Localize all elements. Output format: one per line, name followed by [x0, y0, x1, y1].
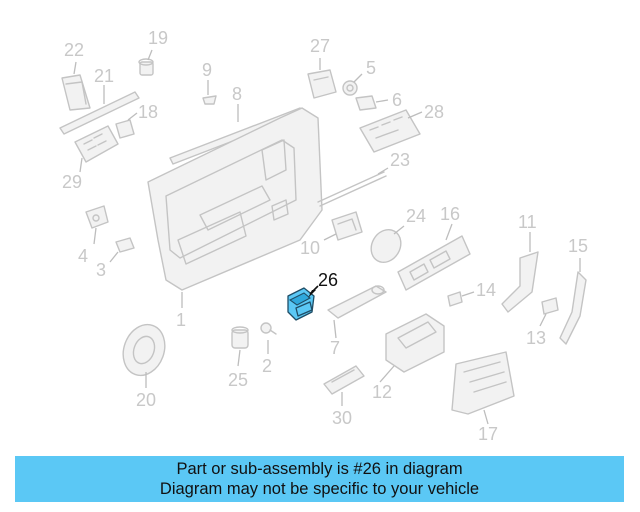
part-13-clip: [539, 297, 559, 327]
label-5: 5: [366, 58, 376, 78]
label-6: 6: [392, 90, 402, 110]
label-14: 14: [476, 280, 496, 300]
part-25-bushing: [231, 326, 249, 367]
part-12-box: [379, 313, 445, 383]
label-18: 18: [138, 102, 158, 122]
label-25: 25: [228, 370, 248, 390]
label-12: 12: [372, 382, 392, 402]
label-19: 19: [148, 28, 168, 48]
part-19-clip: [138, 49, 154, 76]
part-9-clip: [202, 80, 217, 105]
part-27-bracket: [307, 58, 337, 99]
label-23: 23: [390, 150, 410, 170]
part-21-strip: [59, 85, 140, 135]
label-15: 15: [568, 236, 588, 256]
label-9: 9: [202, 60, 212, 80]
part-3-clip: [109, 237, 135, 263]
label-10: 10: [300, 238, 320, 258]
part-23-rod: [317, 167, 389, 207]
label-4: 4: [78, 246, 88, 266]
banner-line-1: Part or sub-assembly is #26 in diagram: [176, 460, 463, 478]
part-labels: 22 19 27 5 21 9 18 8 6 28 29 23 4 3 10 2…: [62, 28, 588, 444]
label-29: 29: [62, 172, 82, 192]
part-30-handle-cup: [323, 365, 365, 406]
part-1-door-panel: [147, 107, 323, 308]
part-16-bezel: [397, 223, 471, 291]
label-22: 22: [64, 40, 84, 60]
label-13: 13: [526, 328, 546, 348]
part-24-cover-disc: [370, 225, 405, 264]
label-7: 7: [330, 338, 340, 358]
part-6-clip: [355, 95, 389, 111]
label-8: 8: [232, 84, 242, 104]
part-11-handle: [501, 232, 539, 313]
label-24: 24: [406, 206, 426, 226]
part-15-trim: [559, 258, 587, 345]
label-20: 20: [136, 390, 156, 410]
label-11: 11: [518, 212, 537, 232]
label-3: 3: [96, 260, 106, 280]
part-29-switch-panel: [74, 125, 119, 173]
label-17: 17: [478, 424, 498, 444]
part-18-fastener: [115, 112, 138, 139]
part-4-bracket: [85, 205, 109, 245]
label-1: 1: [176, 310, 186, 330]
label-30: 30: [332, 408, 352, 428]
part-17-side-panel: [451, 351, 515, 425]
part-7-grab-handle: [327, 285, 387, 339]
part-22-mirror-trim: [61, 61, 91, 111]
part-14-clip: [447, 291, 475, 307]
part-20-speaker: [122, 323, 166, 388]
part-10-bracket: [323, 211, 363, 241]
part-26-highlighted-switch: [287, 285, 319, 321]
label-2: 2: [262, 356, 272, 376]
label-21: 21: [94, 66, 114, 86]
parts-diagram: 22 19 27 5 21 9 18 8 6 28 29 23 4 3 10 2…: [59, 28, 588, 444]
label-26: 26: [318, 270, 338, 290]
info-banner: Part or sub-assembly is #26 in diagram D…: [15, 456, 624, 502]
label-28: 28: [424, 102, 444, 122]
label-16: 16: [440, 204, 460, 224]
part-28-switch-assembly: [359, 109, 423, 153]
part-2-screw: [260, 322, 277, 354]
label-27: 27: [310, 36, 330, 56]
part-5-grommet: [342, 73, 363, 96]
banner-line-2: Diagram may not be specific to your vehi…: [159, 480, 480, 498]
